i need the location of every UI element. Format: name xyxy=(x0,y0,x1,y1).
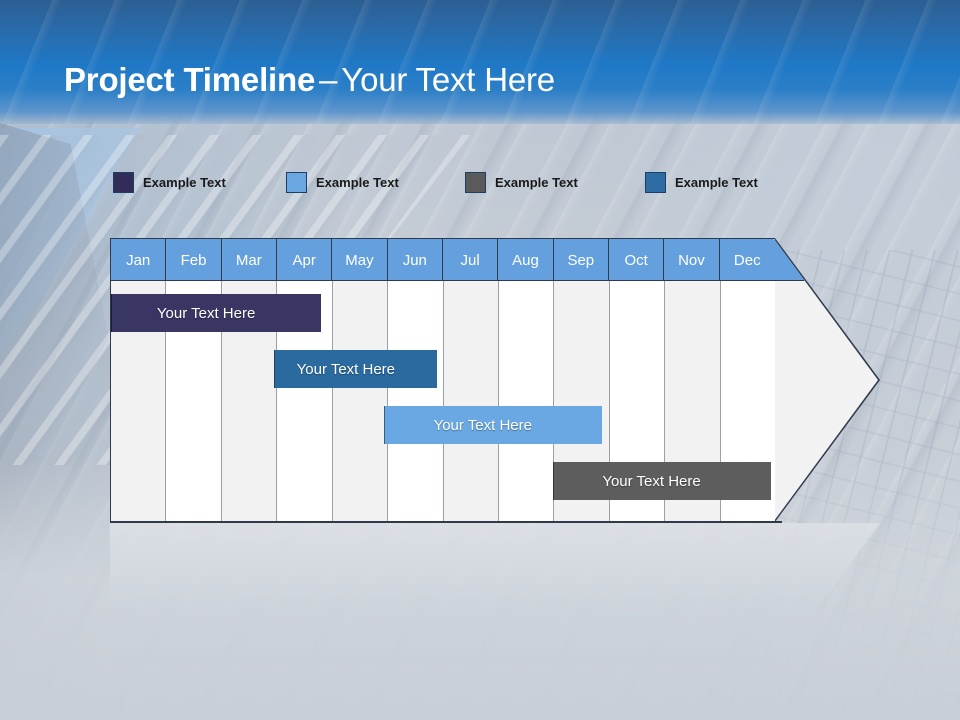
month-column-feb xyxy=(166,239,222,521)
chart-base-edge xyxy=(110,521,782,523)
month-column-jan xyxy=(111,239,167,521)
month-header-nov[interactable]: Nov xyxy=(664,239,720,281)
color-swatch-icon xyxy=(113,171,134,193)
task-bar-2[interactable]: Your Text Here xyxy=(274,350,438,388)
title-banner xyxy=(0,0,960,124)
title-banner-streaks xyxy=(0,0,960,124)
page-title-sub: Your Text Here xyxy=(341,61,555,98)
month-column-jul xyxy=(443,239,499,521)
chart-base-plinth xyxy=(110,523,880,663)
month-header-apr[interactable]: Apr xyxy=(276,239,333,281)
month-header-oct[interactable]: Oct xyxy=(608,239,665,281)
legend-item-3[interactable]: Example Text xyxy=(465,170,578,194)
month-header-jul[interactable]: Jul xyxy=(442,239,499,281)
color-swatch-icon xyxy=(286,171,307,193)
month-header-aug[interactable]: Aug xyxy=(498,239,554,281)
legend-item-2[interactable]: Example Text xyxy=(286,170,399,194)
month-column-aug xyxy=(498,239,555,521)
color-swatch-icon xyxy=(465,171,486,193)
task-bar-3[interactable]: Your Text Here xyxy=(383,406,602,444)
month-column-mar xyxy=(221,239,278,521)
legend-item-label: Example Text xyxy=(316,174,399,190)
month-header-may[interactable]: May xyxy=(332,239,388,281)
legend-item-1[interactable]: Example Text xyxy=(113,170,226,194)
page-title-dash: – xyxy=(319,61,338,98)
month-header-jan[interactable]: Jan xyxy=(111,239,167,281)
task-bar-label: Your Text Here xyxy=(433,416,532,434)
page-title-main: Project Timeline xyxy=(64,61,316,98)
task-bar-label: Your Text Here xyxy=(602,472,701,490)
color-swatch-icon xyxy=(645,171,666,193)
month-header-mar[interactable]: Mar xyxy=(221,239,277,281)
month-header-sep[interactable]: Sep xyxy=(553,239,609,281)
task-bar-1[interactable]: Your Text Here xyxy=(111,294,322,332)
legend-item-label: Example Text xyxy=(495,174,578,190)
month-header-dec[interactable]: Dec xyxy=(719,239,775,281)
legend-item-label: Example Text xyxy=(675,174,758,190)
legend-item-4[interactable]: Example Text xyxy=(645,170,758,194)
task-bar-label: Your Text Here xyxy=(296,360,396,378)
month-header-feb[interactable]: Feb xyxy=(166,239,222,281)
month-header-underline xyxy=(111,280,804,281)
task-bar-label: Your Text Here xyxy=(156,304,256,322)
task-bar-4[interactable]: Your Text Here xyxy=(552,462,771,500)
legend-item-label: Example Text xyxy=(143,174,226,190)
page-title: Project Timeline–Your Text Here xyxy=(64,58,555,102)
month-header-jun[interactable]: Jun xyxy=(387,239,443,281)
legend: Example Text Example Text Example Text Exam… xyxy=(113,170,813,194)
